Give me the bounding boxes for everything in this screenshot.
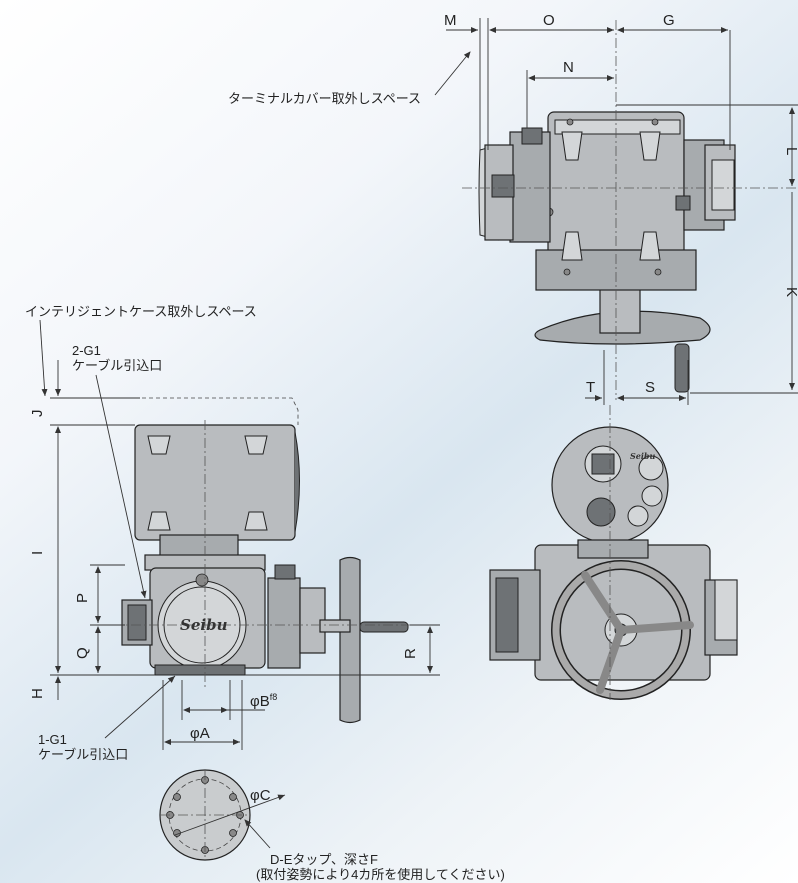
dim-label-s: S bbox=[645, 379, 655, 396]
note-terminal-cover-space: ターミナルカバー取外しスペース bbox=[228, 91, 421, 106]
top-dimensions bbox=[434, 18, 798, 405]
flange-detail bbox=[159, 769, 286, 861]
dimension-labels: M O G N L K T S J I P Q H R φBf8 φA φC bbox=[29, 12, 798, 804]
brand-logos: Seibu Seibu bbox=[180, 451, 656, 634]
note-tap-usage: (取付姿勢により4カ所を使用してください) bbox=[256, 867, 505, 882]
side-logo: Seibu bbox=[180, 616, 228, 634]
note-cable-entry-2g1-desc: ケーブル引込口 bbox=[72, 358, 162, 373]
top-view bbox=[462, 20, 798, 400]
dim-label-j: J bbox=[29, 410, 46, 418]
note-cable-entry-1g1-desc: ケーブル引込口 bbox=[38, 747, 128, 762]
dim-label-m: M bbox=[444, 12, 457, 29]
side-dimensions bbox=[39, 319, 440, 750]
note-tap-spec: D-Eタップ、深さF bbox=[270, 852, 378, 867]
side-view bbox=[95, 397, 440, 724]
dim-label-g: G bbox=[663, 12, 675, 29]
dim-label-l: L bbox=[783, 147, 798, 155]
note-cable-entry-2g1-title: 2-G1 bbox=[72, 343, 101, 358]
note-intelligent-case-space: インテリジェントケース取外しスペース bbox=[25, 304, 257, 319]
dim-label-k: K bbox=[783, 287, 798, 297]
dim-label-p: P bbox=[74, 593, 91, 603]
front-logo: Seibu bbox=[630, 451, 656, 461]
dim-label-phi-c: φC bbox=[250, 787, 271, 804]
dim-label-phi-b: φBf8 bbox=[250, 692, 277, 710]
dim-label-i: I bbox=[29, 551, 46, 555]
dim-label-o: O bbox=[543, 12, 555, 29]
annotation-notes: ターミナルカバー取外しスペース インテリジェントケース取外しスペース 2-G1 … bbox=[25, 91, 505, 882]
dim-label-phi-a: φA bbox=[190, 725, 210, 742]
dim-label-q: Q bbox=[74, 647, 91, 659]
dim-label-n: N bbox=[563, 59, 574, 76]
front-view bbox=[489, 405, 738, 700]
dim-label-r: R bbox=[402, 648, 419, 659]
note-cable-entry-1g1-title: 1-G1 bbox=[38, 732, 67, 747]
dim-label-h: H bbox=[29, 688, 46, 699]
dim-label-t: T bbox=[586, 379, 595, 396]
